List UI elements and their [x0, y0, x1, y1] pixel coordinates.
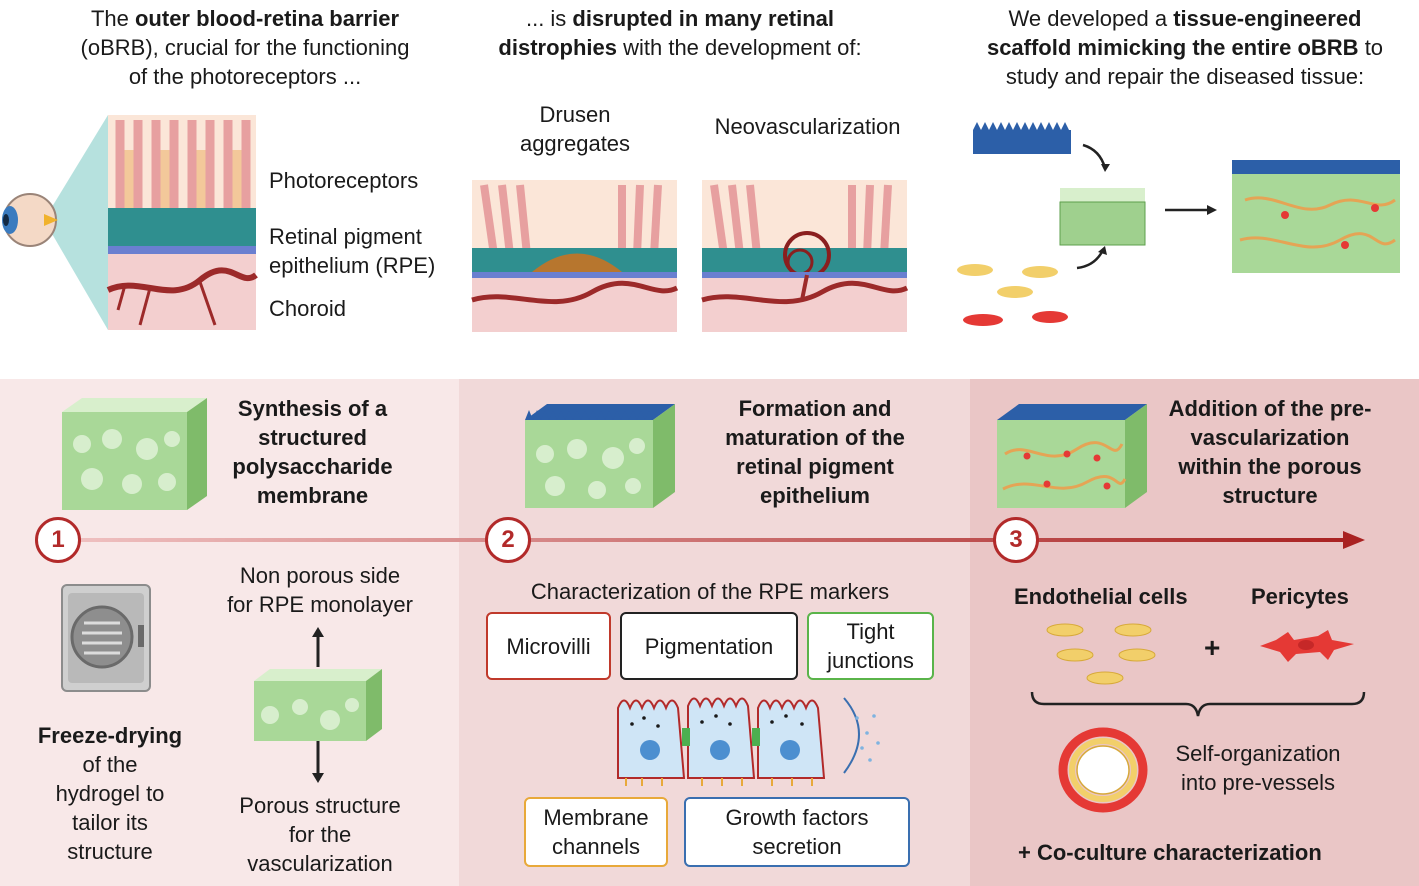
marker-microvilli: Microvilli — [486, 612, 611, 680]
label-photoreceptors: Photoreceptors — [269, 168, 419, 193]
intro-text-obrb: The outer blood-retina barrier (oBRB), c… — [80, 6, 410, 89]
scaffold-block-step1 — [62, 398, 207, 510]
eye-icon — [2, 193, 58, 247]
step-3-badge: 3 — [993, 517, 1039, 563]
step-1-badge: 1 — [35, 517, 81, 563]
rpe-layer — [108, 208, 256, 252]
vascularized-scaffold — [1232, 160, 1400, 273]
pericytes-label: Pericytes — [1251, 584, 1349, 609]
rpe-cells-illustration — [617, 697, 880, 786]
label-drusen: Drusen aggregates — [519, 102, 631, 156]
endothelial-cells-illustration — [1046, 623, 1156, 685]
drusen-illustration — [471, 180, 679, 332]
vascularized-block-step3 — [997, 404, 1147, 508]
pre-vessel-icon — [1058, 727, 1148, 813]
scaffold-rpe-block-step2 — [525, 404, 675, 508]
rpe-cells-strip — [973, 122, 1071, 154]
rpe-markers-heading: Characterization of the RPE markers — [530, 579, 890, 604]
label-neovascularization: Neovascularization — [714, 114, 901, 139]
intro-text-scaffold: We developed a tissue-engineered scaffol… — [986, 6, 1384, 89]
brace-illustration — [1030, 691, 1366, 717]
pericyte-icon — [1260, 630, 1354, 662]
label-choroid: Choroid — [269, 296, 347, 321]
endothelial-cells-label: Endothelial cells — [1014, 584, 1188, 609]
step-2-badge: 2 — [485, 517, 531, 563]
plus-sign: + — [1204, 632, 1221, 663]
membrane-orientation-illustration — [254, 627, 382, 783]
neovascularization-illustration — [701, 180, 909, 332]
label-rpe: Retinal pigment epithelium (RPE) — [269, 224, 436, 278]
pericytes-small — [963, 311, 1068, 326]
timeline-arrow — [75, 531, 1365, 549]
marker-pigmentation: Pigmentation — [620, 612, 798, 680]
scaffold-cube — [1059, 188, 1146, 246]
coculture-text: + Co-culture characterization — [1018, 840, 1322, 865]
freeze-dryer-icon — [61, 584, 151, 692]
scaffold-concept-illustration — [957, 122, 1400, 326]
endothelial-cells-small — [957, 264, 1058, 298]
intro-text-disrupted: ... is disrupted in many retinal distrop… — [498, 6, 862, 60]
photoreceptor-cells — [115, 120, 251, 210]
eye-retina-illustration — [2, 115, 258, 330]
